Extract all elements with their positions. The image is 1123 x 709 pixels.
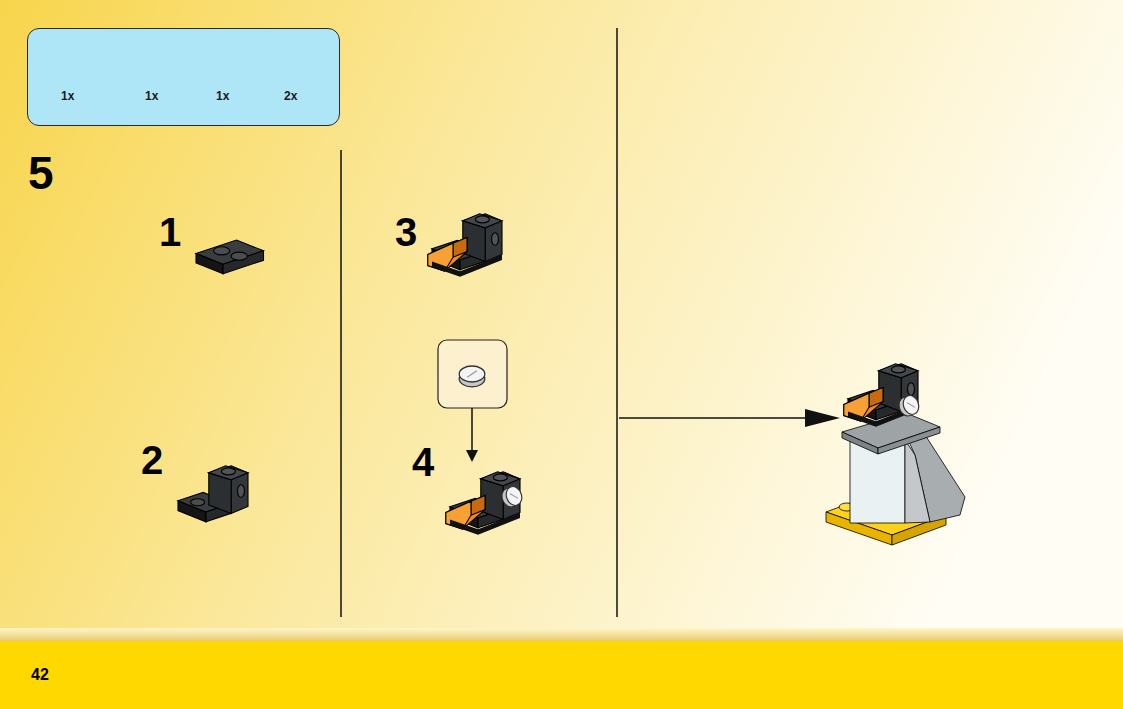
plate-step1 — [196, 240, 264, 274]
footer-edge — [0, 628, 1123, 642]
part-count: 1x — [145, 89, 158, 103]
penguin-model — [826, 364, 965, 545]
step-number: 5 — [28, 150, 54, 196]
part-count: 2x — [284, 89, 297, 103]
head-step3 — [428, 214, 502, 277]
substep-number: 3 — [395, 212, 417, 252]
eye — [499, 484, 524, 509]
tile-callout — [459, 366, 485, 387]
callout-arrow — [471, 408, 473, 452]
callout-arrowhead — [466, 450, 478, 462]
parts-list-box: 1x 1x 1x 2x — [27, 28, 340, 126]
substep-number: 2 — [141, 440, 163, 480]
part-count: 1x — [61, 89, 74, 103]
bracket-step2 — [178, 466, 248, 522]
footer-band — [0, 641, 1123, 709]
substep-number: 4 — [412, 442, 434, 482]
step-arrowhead — [805, 409, 840, 427]
page-number: 42 — [31, 667, 49, 683]
step-arrow — [619, 417, 815, 419]
divider — [340, 150, 342, 617]
divider — [616, 28, 618, 617]
substep-number: 1 — [159, 212, 181, 252]
part-count: 1x — [216, 89, 229, 103]
callout-box — [438, 340, 507, 408]
